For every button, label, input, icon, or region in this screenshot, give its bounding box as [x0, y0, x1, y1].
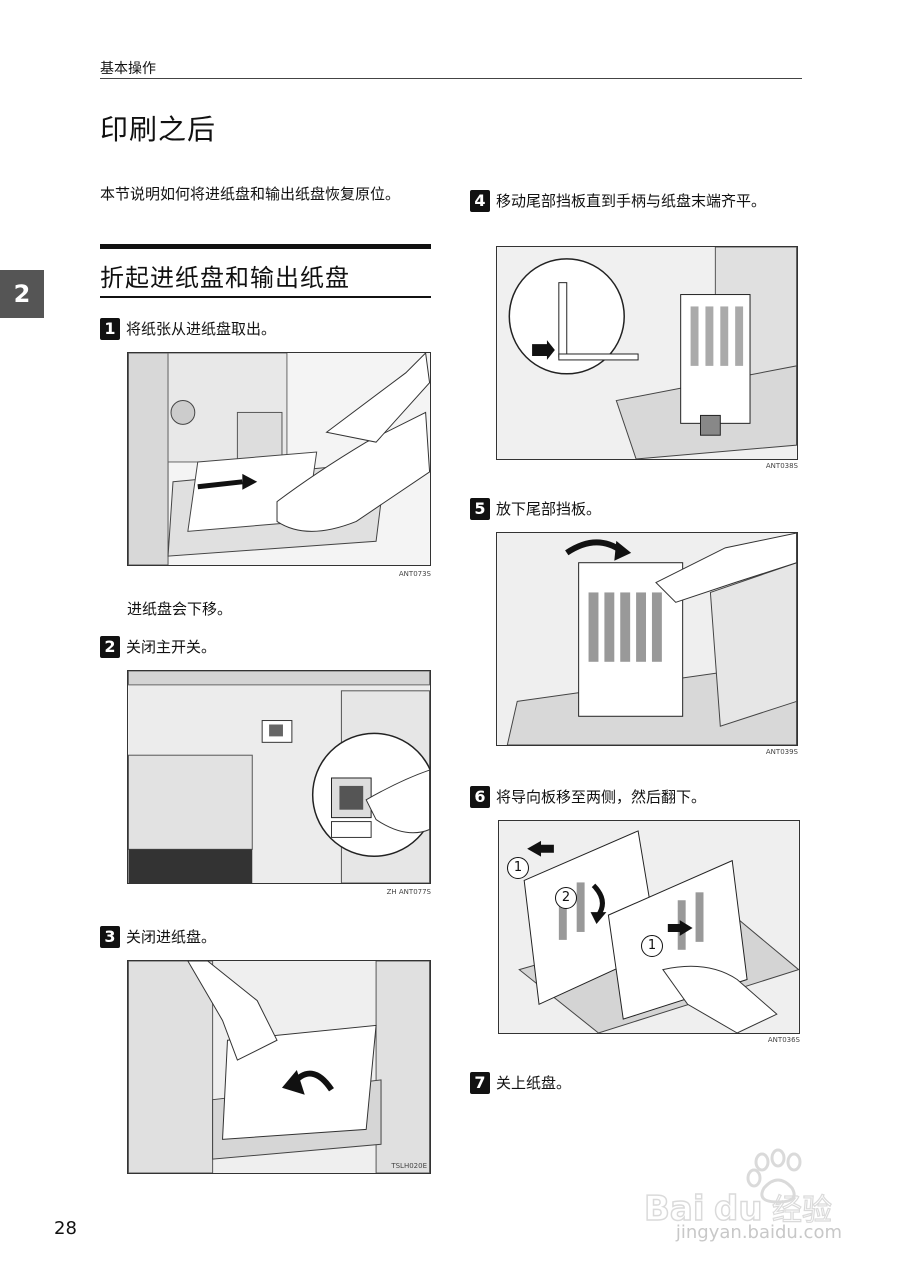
step-4: 4 移动尾部挡板直到手柄与纸盘末端齐平。 — [470, 190, 810, 212]
figure-end-fence — [496, 246, 798, 460]
figure-side-guides: 1 2 1 — [498, 820, 800, 1034]
paw-icon: Bai du 经验 — [643, 1148, 833, 1230]
step-number: 6 — [470, 786, 490, 808]
illustration-end-fence — [497, 247, 797, 459]
figure-remove-paper — [127, 352, 431, 566]
step-text: 将纸张从进纸盘取出。 — [126, 320, 277, 338]
step-2: 2 关闭主开关。 — [100, 636, 216, 658]
figure-main-switch — [127, 670, 431, 884]
watermark-url: jingyan.baidu.com — [675, 1222, 842, 1243]
illustration-close-tray — [128, 961, 430, 1173]
section-bar — [100, 244, 431, 249]
step-text: 关上纸盘。 — [496, 1074, 572, 1092]
page-title: 印刷之后 — [100, 113, 217, 146]
callout-1b: 1 — [641, 935, 663, 957]
step-text: 放下尾部挡板。 — [496, 500, 602, 518]
step-5: 5 放下尾部挡板。 — [470, 498, 601, 520]
step-number: 3 — [100, 926, 120, 948]
header-rule — [100, 78, 802, 79]
figure-code: ANT036S — [767, 1036, 800, 1044]
figure-close-tray — [127, 960, 431, 1174]
illustration-remove-paper — [128, 353, 430, 565]
illustration-side-guides — [499, 821, 799, 1033]
figure-code: ANT073S — [398, 570, 431, 578]
figure-lower-fence — [496, 532, 798, 746]
svg-text:Bai: Bai — [644, 1189, 705, 1229]
step-text: 关闭主开关。 — [126, 638, 217, 656]
svg-text:经验: 经验 — [772, 1193, 832, 1228]
step-text: 关闭进纸盘。 — [126, 928, 217, 946]
running-header: 基本操作 — [100, 61, 156, 77]
step-7: 7 关上纸盘。 — [470, 1072, 571, 1094]
step-text: 将导向板移至两侧，然后翻下。 — [496, 788, 707, 806]
step-3: 3 关闭进纸盘。 — [100, 926, 216, 948]
page-number: 28 — [54, 1218, 77, 1239]
baidu-watermark-logo: Bai du 经验 — [643, 1148, 844, 1248]
step-note: 进纸盘会下移。 — [127, 600, 233, 618]
step-number: 5 — [470, 498, 490, 520]
svg-text:du: du — [714, 1189, 763, 1229]
step-1: 1 将纸张从进纸盘取出。 — [100, 318, 276, 340]
step-6: 6 将导向板移至两侧，然后翻下。 — [470, 786, 706, 808]
step-number: 2 — [100, 636, 120, 658]
intro-paragraph: 本节说明如何将进纸盘和输出纸盘恢复原位。 — [100, 185, 401, 203]
callout-2: 2 — [555, 887, 577, 909]
figure-code: ANT038S — [765, 462, 798, 470]
figure-code: ZH ANT077S — [386, 888, 431, 896]
section-title: 折起进纸盘和输出纸盘 — [100, 264, 350, 292]
callout-1: 1 — [507, 857, 529, 879]
step-text: 移动尾部挡板直到手柄与纸盘末端齐平。 — [496, 192, 767, 210]
section-rule — [100, 296, 431, 298]
step-number: 4 — [470, 190, 490, 212]
figure-code: ANT039S — [765, 748, 798, 756]
illustration-lower-fence — [497, 533, 797, 745]
illustration-main-switch — [128, 671, 430, 883]
figure-code: TSLH020E — [391, 1162, 427, 1170]
step-number: 7 — [470, 1072, 490, 1094]
step-number: 1 — [100, 318, 120, 340]
chapter-tab: 2 — [0, 270, 44, 318]
